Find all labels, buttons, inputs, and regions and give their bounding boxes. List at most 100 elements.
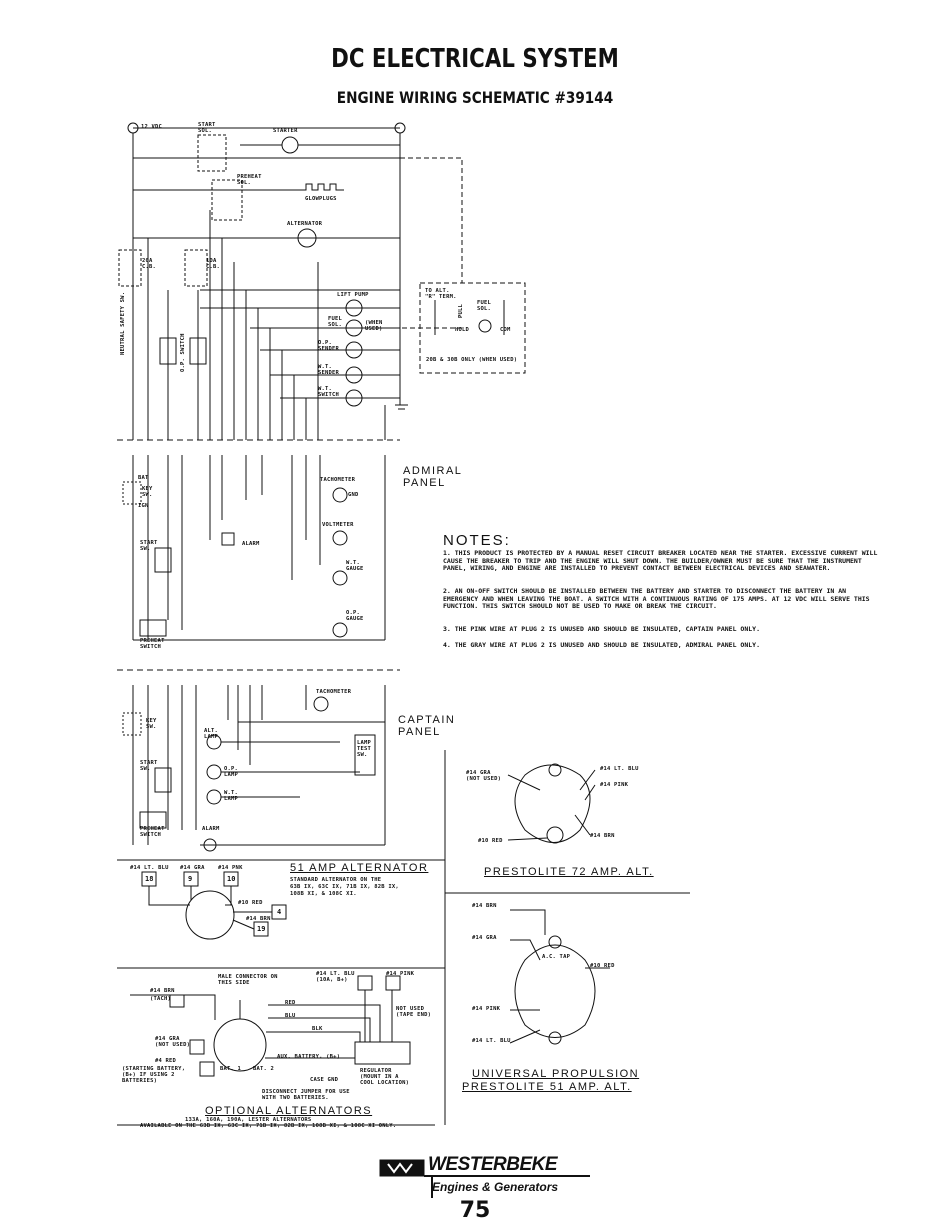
logo-tagline: Engines & Generators [432,1180,559,1194]
captain-panel-label: CAPTAIN PANEL [398,714,456,738]
label-bat: BAT [138,475,149,481]
label-51-w2: #14 GRA [180,865,205,871]
label-wt-lamp: W.T. LAMP [224,790,239,802]
label-key-sw: KEY SW. [142,486,153,498]
label-alarm: ALARM [242,541,260,547]
label-preheat-switch: PREHEAT SWITCH [140,638,165,650]
label-up-w2: #14 GRA [472,935,497,941]
label-wt-sender: W.T. SENDER [318,364,340,376]
label-opt-not-used-tape: NOT USED (TAPE END) [396,1006,432,1018]
label-voltmeter: VOLTMETER [322,522,354,528]
label-opt-pink: #14 PINK [386,971,415,977]
label-lamp-test: LAMP TEST SW. [357,740,372,758]
label-alt-lamp: ALT. LAMP [204,728,219,740]
label-fuel-sol: FUEL SOL. [328,316,343,328]
page-number: 75 [459,1198,491,1223]
label-up-w5: #14 LT. BLU [472,1038,511,1044]
label-opt-sub2: AVAILABLE ON THE 63B IX, 63C IX, 71B IX,… [140,1123,397,1129]
label-ign: IGN [138,503,149,509]
label-glowplugs: GLOWPLUGS [305,196,337,202]
caption-51-amp: 51 AMP ALTERNATOR [290,862,429,874]
label-opt-aux: AUX. BATTERY, (B+) [277,1054,341,1060]
label-tachometer: TACHOMETER [320,477,356,483]
label-51-n18: 18 [145,875,154,883]
label-opt-starting-batt: (STARTING BATTERY, (B+) IF USING 2 BATTE… [122,1066,186,1084]
label-wt-switch: W.T. SWITCH [318,386,340,398]
label-opt-case-gnd: CASE GND [310,1077,339,1083]
label-op-gauge: O.P. GAUGE [346,610,364,622]
notes-heading: NOTES: [443,532,511,549]
label-preheat-sol: PREHEAT SOL. [237,174,262,186]
label-51-w5: #14 BRN [246,916,271,922]
westerbeke-logo: WESTERBEKE Engines & Generators [378,1152,588,1202]
note-4: 4. THE GRAY WIRE AT PLUG 2 IS UNUSED AND… [443,641,760,649]
label-start-sw: START SW. [140,540,158,552]
label-gnd: GND [348,492,359,498]
label-alternator: ALTERNATOR [287,221,323,227]
label-hold: HOLD [455,327,470,333]
label-to-alt: TO ALT. "R" TERM. [425,288,457,300]
label-51-std3: 108B XI, & 108C XI. [290,891,357,897]
note-3: 3. THE PINK WIRE AT PLUG 2 IS UNUSED AND… [443,625,760,633]
label-p72-w3: #14 PINK [600,782,629,788]
caption-optional-alternators: OPTIONAL ALTERNATORS [205,1105,373,1117]
label-start-sol: START SOL. [198,122,216,134]
caption-universal-1: UNIVERSAL PROPULSION [472,1068,640,1080]
label-wt-gauge: W.T. GAUGE [346,560,364,572]
label-captain-preheat-switch: PREHEAT SWITCH [140,826,165,838]
label-com: COM [500,327,511,333]
label-starter: STARTER [273,128,298,134]
label-cb-10a: 10A C.B. [206,258,221,270]
label-up-w4: #14 PINK [472,1006,501,1012]
label-p72-w5: #10 RED [478,838,503,844]
label-opt-disconnect: DISCONNECT JUMPER FOR USE WITH TWO BATTE… [262,1089,350,1101]
label-fuel-sol-2: FUEL SOL. [477,300,492,312]
label-when-used: (WHEN USED) [365,320,383,332]
caption-prestolite-72: PRESTOLITE 72 AMP. ALT. [484,866,654,878]
label-p72-w1: #14 GRA (NOT USED) [466,770,502,782]
label-p72-w4: #14 BRN [590,833,615,839]
label-opt-red: RED [285,1000,296,1006]
label-p72-w2: #14 LT. BLU [600,766,639,772]
label-up-w1: #14 BRN [472,903,497,909]
label-opt-tach: (TACH) [150,996,172,1002]
admiral-panel-label: ADMIRAL PANEL [403,465,462,489]
label-51-n9: 9 [188,875,193,883]
label-51-n4: 4 [277,908,282,916]
label-pull: PULL [458,303,464,318]
label-opt-gra: #14 GRA [155,1036,180,1042]
label-up-w3: #10 RED [590,963,615,969]
label-captain-alarm: ALARM [202,826,220,832]
label-opt-sub1: 133A, 160A, 190A, LESTER ALTERNATORS [185,1117,312,1123]
caption-universal-2: PRESTOLITE 51 AMP. ALT. [462,1081,632,1093]
label-opt-bat1: BAT. 1 [220,1066,242,1072]
note-2: 2. AN ON-OFF SWITCH SHOULD BE INSTALLED … [443,587,870,610]
label-opt-ltblu: #14 LT. BLU (10A, B+) [316,971,355,983]
page-subtitle: ENGINE WIRING SCHEMATIC #39144 [336,88,614,107]
label-51-std1: STANDARD ALTERNATOR ON THE [290,877,382,883]
label-51-w3: #14 PNK [218,865,243,871]
label-cb-20a: 20A C.B. [142,258,157,270]
label-only-note: 20B & 30B ONLY (WHEN USED) [426,357,518,363]
label-neutral-safety: NEUTRAL SAFETY SW. [120,291,126,355]
label-51-n19: 19 [257,925,266,933]
label-12vdc: 12 VDC [141,124,163,130]
label-up-ac-tap: A.C. TAP [542,954,571,960]
label-opt-not-used: (NOT USED) [155,1042,191,1048]
label-male-connector: MALE CONNECTOR ON THIS SIDE [218,974,278,986]
label-opt-red4: #4 RED [155,1058,177,1064]
label-captain-tachometer: TACHOMETER [316,689,352,695]
label-opt-blk: BLK [312,1026,323,1032]
label-op-switch: O.P. SWITCH [180,333,186,372]
page-title: DC ELECTRICAL SYSTEM [331,44,619,74]
label-lift-pump: LIFT PUMP [337,292,369,298]
label-51-w1: #14 LT. BLU [130,865,169,871]
label-op-sender: O.P. SENDER [318,340,340,352]
label-captain-key-sw: KEY SW. [146,718,157,730]
label-51-w4: #10 RED [238,900,263,906]
label-51-n10: 10 [227,875,236,883]
label-opt-blu: BLU [285,1013,296,1019]
label-opt-bat2: BAT. 2 [253,1066,275,1072]
label-opt-brn: #14 BRN [150,988,175,994]
